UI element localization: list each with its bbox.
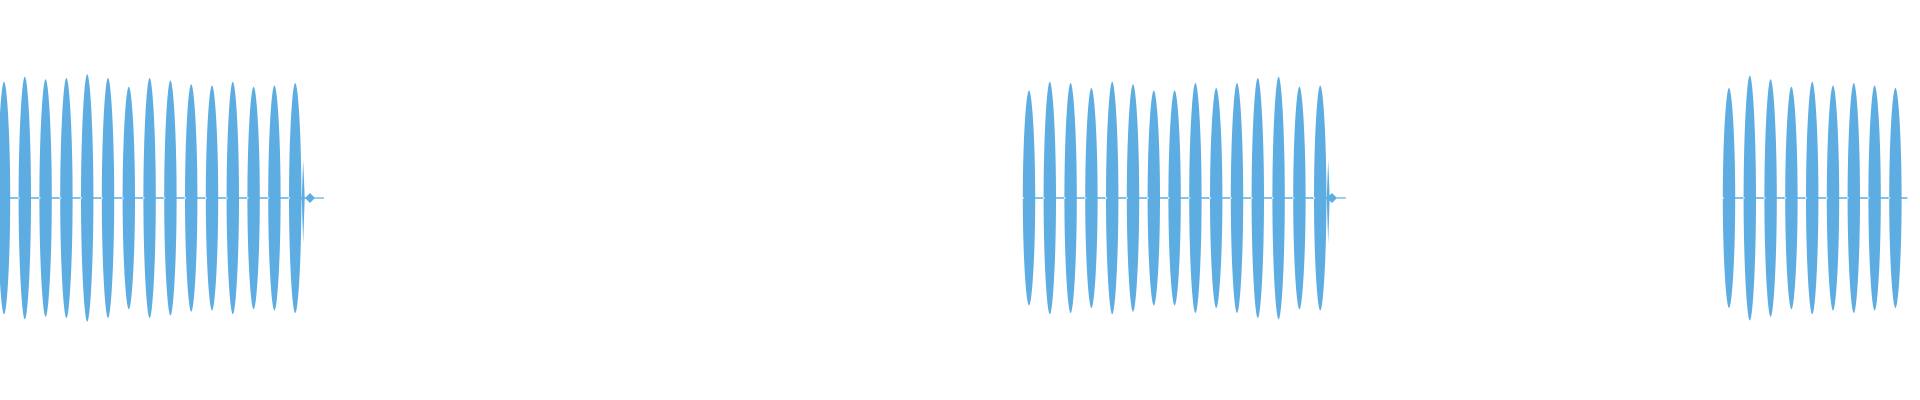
waveform-burst-2 <box>1022 76 1346 320</box>
waveform-peak <box>1293 86 1306 310</box>
waveform-peak <box>1764 79 1777 317</box>
waveform-peak <box>1043 81 1056 315</box>
waveform-peak <box>1785 86 1798 310</box>
waveform-peak <box>39 79 52 317</box>
zero-crossing <box>184 197 187 199</box>
zero-crossing <box>163 197 166 199</box>
zero-crossing <box>1084 197 1087 199</box>
zero-crossing <box>1784 197 1787 199</box>
waveform-peak <box>101 78 115 318</box>
waveform-peak <box>1722 88 1736 308</box>
zero-crossing <box>1763 197 1766 199</box>
waveform-bursts <box>0 74 1908 322</box>
zero-crossing <box>59 197 62 199</box>
waveform-tail-spike <box>1326 160 1330 243</box>
waveform-peak <box>1189 83 1202 313</box>
zero-crossing <box>1043 197 1045 199</box>
zero-crossing <box>122 197 124 199</box>
zero-crossing <box>1230 197 1232 199</box>
zero-crossing <box>246 197 249 199</box>
waveform-peak <box>1022 90 1036 306</box>
waveform-peak <box>1868 85 1881 311</box>
waveform-peak <box>1064 83 1077 313</box>
zero-crossing <box>1826 197 1828 199</box>
zero-crossing <box>288 197 291 199</box>
waveform-burst-1 <box>0 74 324 322</box>
zero-crossing <box>226 197 228 199</box>
waveform-tail-spike <box>301 160 305 243</box>
waveform-peak <box>143 78 156 318</box>
zero-crossing <box>1805 197 1808 199</box>
zero-crossing <box>142 197 145 199</box>
waveform-peak <box>1251 78 1264 318</box>
waveform-peak <box>1230 83 1244 313</box>
waveform-burst-3 <box>1722 75 1908 321</box>
zero-crossing <box>80 197 83 199</box>
zero-crossing <box>1251 197 1253 199</box>
waveform-end-marker <box>305 193 315 203</box>
waveform-peak <box>289 83 302 313</box>
waveform-peak <box>164 80 177 316</box>
zero-crossing <box>1847 197 1849 199</box>
waveform-peak <box>1847 83 1860 313</box>
waveform-peak <box>1085 88 1098 308</box>
zero-crossing <box>101 197 103 199</box>
waveform-peak <box>1272 76 1285 320</box>
zero-crossing <box>267 197 270 199</box>
waveform-peak <box>1889 88 1902 308</box>
zero-crossing <box>1271 197 1274 199</box>
waveform-peak <box>1826 85 1840 311</box>
zero-crossing <box>1167 197 1170 199</box>
waveform-peak <box>1168 90 1181 306</box>
zero-crossing <box>1105 197 1108 199</box>
zero-crossing <box>1022 197 1024 199</box>
waveform-peak <box>247 86 260 310</box>
zero-crossing <box>1188 197 1191 199</box>
waveform-peak <box>1126 84 1140 312</box>
zero-crossing <box>205 197 207 199</box>
waveform-peak <box>1314 85 1327 311</box>
waveform-peak <box>226 81 239 315</box>
zero-crossing <box>1722 197 1724 199</box>
waveform-peak <box>1743 75 1756 321</box>
waveform-peak <box>185 84 198 312</box>
waveform-peak <box>1106 81 1119 315</box>
waveform-peak <box>1147 90 1160 306</box>
waveform-peak <box>1806 81 1819 315</box>
zero-crossing <box>1743 197 1745 199</box>
zero-crossing <box>1209 197 1212 199</box>
zero-crossing <box>1126 197 1128 199</box>
zero-crossing <box>1292 197 1295 199</box>
waveform-peak <box>0 81 11 315</box>
zero-crossing <box>38 197 41 199</box>
zero-crossing <box>18 197 20 199</box>
waveform-peak <box>1210 88 1223 308</box>
zero-crossing <box>1888 197 1891 199</box>
waveform-peak <box>60 78 73 318</box>
waveform-end-marker <box>1327 193 1337 203</box>
waveform-peak <box>205 85 219 311</box>
zero-crossing <box>1063 197 1066 199</box>
waveform-peak <box>122 86 135 310</box>
zero-crossing <box>1147 197 1149 199</box>
waveform-peak <box>81 74 94 322</box>
zero-crossing <box>1867 197 1870 199</box>
zero-crossing <box>1313 197 1316 199</box>
waveform-peak <box>18 76 31 320</box>
waveform-peak <box>268 85 281 311</box>
